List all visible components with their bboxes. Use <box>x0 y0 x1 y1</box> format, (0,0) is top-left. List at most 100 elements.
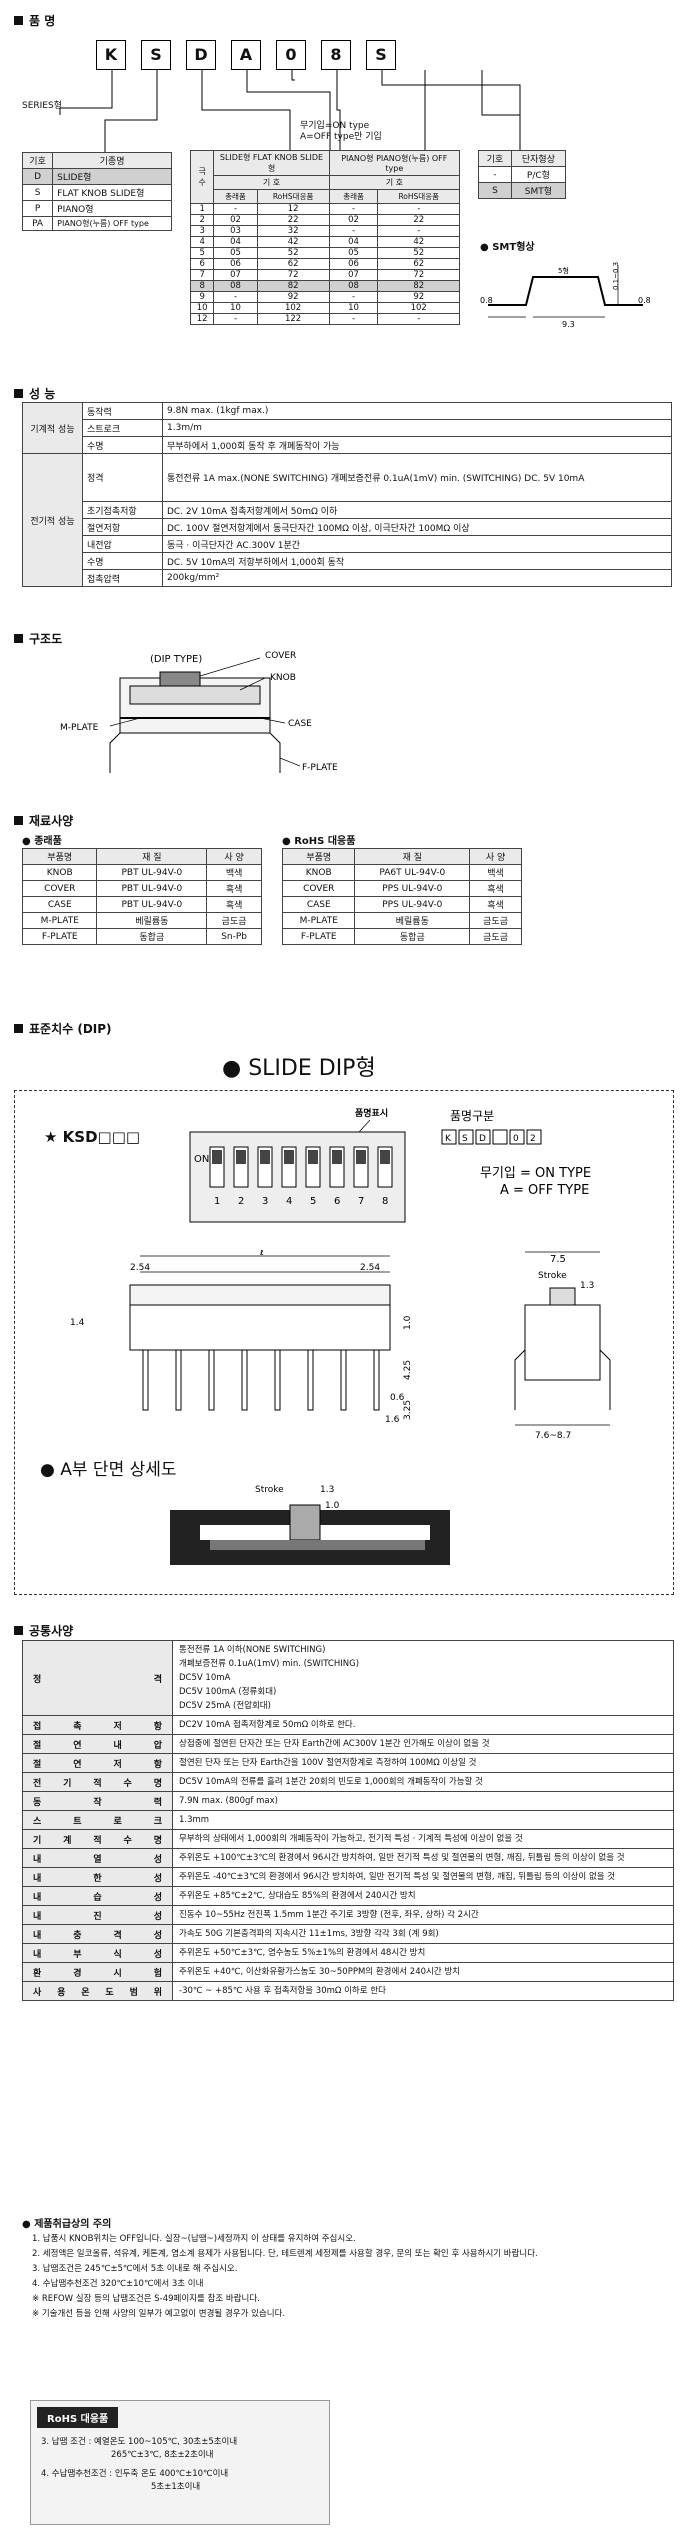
dip-leg <box>274 1349 281 1411</box>
square-bullet-icon <box>14 16 23 25</box>
table-row: 9-92-92 <box>189 291 460 303</box>
smt-title: ● SMT형상 <box>480 242 535 253</box>
list-item: 4. 수납땜추천조건 320℃±10℃에서 3초 이내 <box>32 2279 204 2289</box>
dip-knob <box>380 1150 390 1164</box>
code-box-text: D <box>479 1134 486 1144</box>
table-row: S SMT형 <box>478 182 567 199</box>
dimension-section-title: 표준치수 (DIP) <box>14 1020 112 1037</box>
type-table: 기호 기종명 D SLIDE형 S FLAT KNOB SLIDE형 P PIA… <box>21 152 172 231</box>
smt-shape-drawing: 0.8 9.3 0.8 5형 0.1~0.3 <box>480 262 651 329</box>
pin-number: 8 <box>382 1196 388 1207</box>
code-box <box>526 1129 542 1145</box>
part-number-connectors <box>59 70 521 160</box>
structure-drawing: (DIP TYPE) COVER KNOB CASE F-PLATE M-PLA… <box>60 651 338 773</box>
structure-section-title: 구조도 <box>14 630 62 647</box>
dip-leg <box>340 1349 347 1411</box>
svg-text:7.5: 7.5 <box>550 1254 566 1265</box>
dip-leg <box>208 1349 215 1411</box>
svg-text:5형: 5형 <box>558 267 569 275</box>
code-box <box>475 1129 491 1145</box>
table-row: P PIANO형 <box>21 200 172 217</box>
handling-title: ● 제품취급상의 주의 <box>22 2219 112 2230</box>
dip-leg <box>142 1349 149 1411</box>
svg-text:(DIP TYPE): (DIP TYPE) <box>150 654 202 665</box>
dip-knob <box>308 1150 318 1164</box>
part-box-4: A <box>231 40 261 70</box>
square-bullet-icon <box>14 389 23 398</box>
pin-number: 2 <box>238 1196 244 1207</box>
table-row: - P/C형 <box>478 166 567 183</box>
section-detail-title: ● A부 단면 상세도 <box>40 1460 177 1480</box>
pin-number: 3 <box>262 1196 268 1207</box>
svg-text:KNOB: KNOB <box>270 673 296 683</box>
square-bullet-icon <box>14 816 23 825</box>
svg-text:품명구분: 품명구분 <box>450 1109 494 1123</box>
svg-text:1.4: 1.4 <box>70 1318 85 1328</box>
table-row: 사 용 온 도 범 위-30℃ ~ +85℃ 사용 후 접촉저항을 30mΩ 이… <box>22 1981 674 2001</box>
svg-text:CASE: CASE <box>288 719 312 729</box>
common-section-title: 공통사양 <box>14 1622 73 1639</box>
a-note-2: A=OFF type만 기입 <box>300 132 382 142</box>
dimension-model: ★ KSD□□□ <box>44 1128 141 1146</box>
svg-text:품명표시: 품명표시 <box>355 1107 388 1119</box>
part-box-7: S <box>366 40 396 70</box>
code-box <box>509 1129 525 1145</box>
code-box-text: K <box>445 1134 452 1144</box>
dip-leg <box>175 1349 182 1411</box>
code-box-text: 2 <box>530 1134 536 1144</box>
pole-table: 극수 SLIDE형 FLAT KNOB SLIDE형 PIANO형 PIANO형… <box>189 150 461 325</box>
svg-text:무기입 = ON TYPE: 무기입 = ON TYPE <box>480 1166 591 1181</box>
table-row: 1-12-- <box>189 203 460 215</box>
part-box-6: 8 <box>321 40 351 70</box>
type-header-code: 기호 <box>21 152 54 169</box>
svg-text:Stroke: Stroke <box>538 1271 567 1281</box>
dip-leg <box>241 1349 248 1411</box>
rohs-box: RoHS 대응품 3. 납땜 조건 : 예열온도 100~105℃, 30초±5… <box>30 2400 330 2525</box>
svg-text:0.6: 0.6 <box>390 1393 405 1403</box>
list-item: 2. 세정액은 일코올류, 석유계, 케톤계, 염소계 용제가 사용됩니다. 단… <box>32 2249 538 2259</box>
code-box <box>458 1129 474 1145</box>
svg-text:A = OFF TYPE: A = OFF TYPE <box>500 1183 589 1198</box>
square-bullet-icon <box>14 634 23 643</box>
section-detail-drawing: Stroke 1.3 1.0 <box>170 1485 450 1565</box>
square-bullet-icon <box>14 1024 23 1033</box>
table-row: 12-122-- <box>189 313 460 325</box>
code-box-text: 0 <box>513 1134 519 1144</box>
dip-knob <box>284 1150 294 1164</box>
svg-text:1.0: 1.0 <box>403 1315 413 1330</box>
performance-section-title: 성 능 <box>14 385 55 402</box>
pin-number: 5 <box>310 1196 316 1207</box>
svg-text:3.25: 3.25 <box>403 1400 413 1420</box>
svg-text:9.3: 9.3 <box>562 320 575 329</box>
pin-number: 1 <box>214 1196 220 1207</box>
dip-knob <box>332 1150 342 1164</box>
part-box-1: K <box>96 40 126 70</box>
svg-text:2.54: 2.54 <box>130 1263 150 1273</box>
table-row: S FLAT KNOB SLIDE형 <box>21 184 172 201</box>
dip-knob <box>236 1150 246 1164</box>
